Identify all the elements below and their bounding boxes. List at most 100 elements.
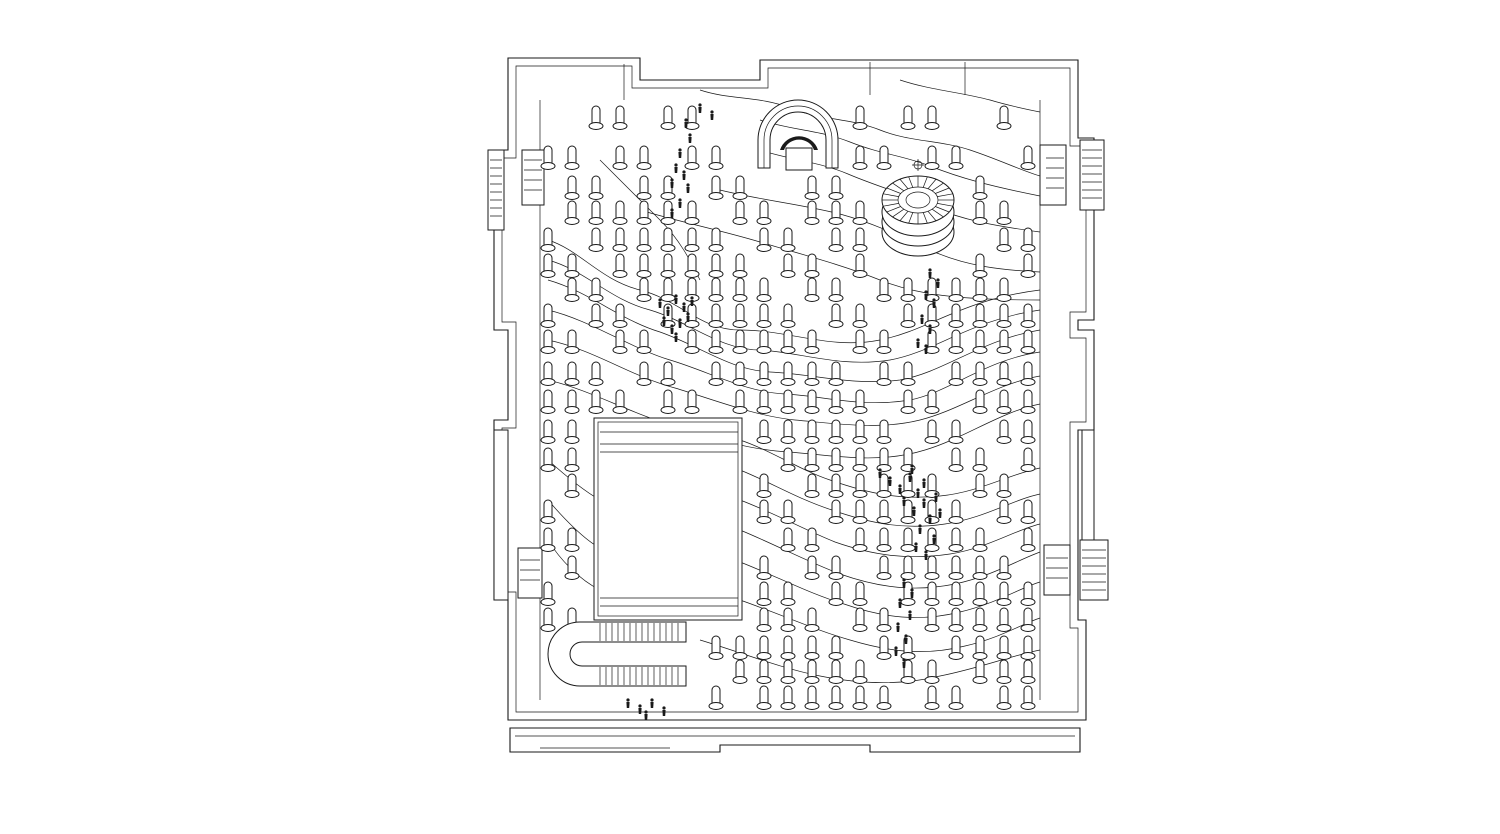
column-icon (540, 389, 556, 414)
column-icon (972, 200, 988, 225)
person-figure (674, 294, 678, 304)
column-icon (660, 227, 676, 252)
column-icon (876, 499, 892, 524)
column-icon (564, 527, 580, 552)
column-icon (828, 555, 844, 580)
column-icon (876, 555, 892, 580)
person-figure (670, 208, 674, 218)
column-icon (804, 419, 820, 444)
column-icon (924, 499, 940, 524)
column-icon (636, 200, 652, 225)
person-figure (934, 492, 938, 502)
column-icon (1020, 659, 1036, 684)
column-icon (756, 581, 772, 606)
column-icon (996, 635, 1012, 660)
column-icon (924, 685, 940, 710)
column-icon (1020, 685, 1036, 710)
column-icon (636, 329, 652, 354)
person-figure (922, 478, 926, 488)
person-figure (928, 514, 932, 524)
column-icon (900, 581, 916, 606)
column-icon (876, 361, 892, 386)
column-icon (780, 389, 796, 414)
column-icon (660, 389, 676, 414)
person-figure (688, 133, 692, 143)
column-icon (972, 635, 988, 660)
column-icon (708, 253, 724, 278)
column-icon (732, 329, 748, 354)
person-figure (928, 324, 932, 334)
column-icon (876, 473, 892, 498)
column-icon (540, 303, 556, 328)
column-icon (780, 607, 796, 632)
column-icon (1020, 145, 1036, 170)
column-icon (900, 527, 916, 552)
column-icon (612, 303, 628, 328)
column-icon (708, 361, 724, 386)
column-icon (852, 685, 868, 710)
column-icon (900, 277, 916, 302)
person-figure (910, 464, 914, 474)
person-figure (924, 344, 928, 354)
column-icon (756, 555, 772, 580)
column-icon (804, 607, 820, 632)
column-icon (708, 685, 724, 710)
person-figure (898, 484, 902, 494)
column-icon (996, 389, 1012, 414)
column-icon (732, 659, 748, 684)
person-figure (902, 578, 906, 588)
column-icon (828, 499, 844, 524)
column-icon (1020, 447, 1036, 472)
column-icon (900, 447, 916, 472)
column-icon (612, 105, 628, 130)
column-icon (564, 329, 580, 354)
column-icon (972, 607, 988, 632)
column-icon (852, 447, 868, 472)
column-icon (780, 303, 796, 328)
column-icon (660, 361, 676, 386)
column-icon (1020, 527, 1036, 552)
column-icon (876, 145, 892, 170)
column-icon (540, 253, 556, 278)
column-icon (1020, 419, 1036, 444)
person-figure (666, 306, 670, 316)
person-figure (682, 302, 686, 312)
person-figure (916, 338, 920, 348)
person-figure (924, 290, 928, 300)
column-icon (948, 419, 964, 444)
column-icon (972, 473, 988, 498)
column-icon (564, 447, 580, 472)
column-icon (1020, 329, 1036, 354)
column-icon (852, 253, 868, 278)
column-icon (684, 227, 700, 252)
column-icon (756, 227, 772, 252)
column-icon (900, 635, 916, 660)
column-icon (948, 581, 964, 606)
column-icon (684, 277, 700, 302)
column-icon (924, 527, 940, 552)
column-icon (900, 361, 916, 386)
person-figure (670, 178, 674, 188)
column-icon (756, 361, 772, 386)
column-icon (996, 581, 1012, 606)
column-icon (972, 389, 988, 414)
column-icon (1020, 303, 1036, 328)
person-figure (922, 498, 926, 508)
column-icon (900, 389, 916, 414)
person-figure (650, 698, 654, 708)
person-figure (674, 332, 678, 342)
column-icon (540, 419, 556, 444)
column-icon (564, 555, 580, 580)
column-icon (540, 227, 556, 252)
column-icon (588, 227, 604, 252)
column-icon (1020, 227, 1036, 252)
person-figure (878, 468, 882, 478)
column-icon (972, 361, 988, 386)
person-figure (678, 148, 682, 158)
u-ramp (547, 621, 687, 687)
column-icon (732, 635, 748, 660)
column-icon (1020, 635, 1036, 660)
column-icon (540, 499, 556, 524)
column-icon (900, 105, 916, 130)
column-icon (804, 389, 820, 414)
